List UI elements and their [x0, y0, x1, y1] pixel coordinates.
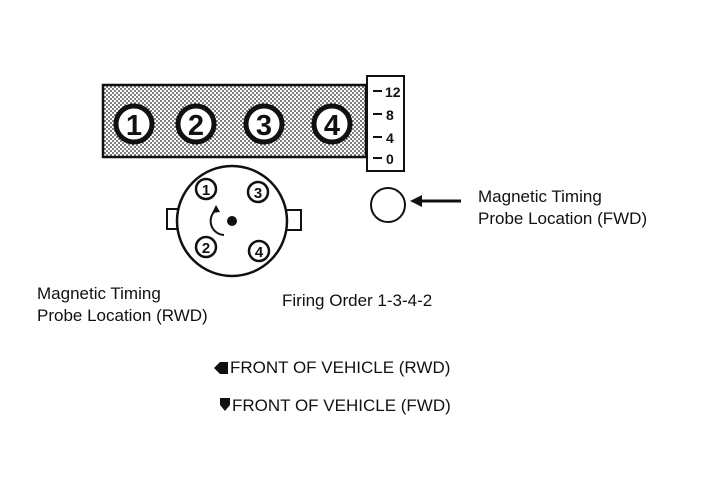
timing-mark-0: 0	[386, 151, 394, 167]
cylinder-1-label: 1	[126, 110, 142, 142]
terminal-2	[194, 235, 218, 259]
rwd-probe-label-line2: Probe Location (RWD)	[37, 306, 208, 325]
fwd-probe-arrow	[410, 195, 461, 207]
cylinder-2-label: 2	[188, 110, 204, 142]
cylinder-2: 2	[175, 103, 217, 145]
terminal-3-label: 3	[254, 185, 262, 202]
terminal-4-label: 4	[255, 244, 264, 261]
cylinder-4-label: 4	[324, 110, 340, 142]
terminal-2-label: 2	[202, 240, 210, 257]
terminal-3	[246, 180, 270, 204]
cylinder-3-label: 3	[256, 110, 272, 142]
front-rwd-arrow-icon	[214, 362, 228, 374]
terminal-1	[194, 177, 218, 201]
front-of-vehicle-fwd-label: FRONT OF VEHICLE (FWD)	[232, 396, 451, 415]
cylinder-4: 4	[311, 103, 353, 145]
distributor-shaft	[227, 216, 237, 226]
fwd-probe-label-line2: Probe Location (FWD)	[478, 209, 648, 228]
rwd-probe-label-line1: Magnetic Timing	[37, 284, 161, 303]
timing-mark-8: 8	[386, 107, 394, 123]
front-of-vehicle-rwd-label: FRONT OF VEHICLE (RWD)	[230, 358, 451, 377]
timing-scale: 12 8 4 0	[366, 75, 405, 172]
timing-mark-4: 4	[386, 130, 394, 146]
terminal-1-label: 1	[202, 182, 210, 199]
firing-order-label: Firing Order 1-3-4-2	[282, 291, 433, 310]
cylinder-3: 3	[243, 103, 285, 145]
timing-mark-12: 12	[385, 84, 401, 100]
front-fwd-arrow-icon	[220, 398, 230, 411]
cylinder-1: 1	[113, 103, 155, 145]
fwd-probe-label-line1: Magnetic Timing	[478, 187, 602, 206]
distributor-tab-right	[285, 209, 302, 231]
distributor: 1 3 2 4	[166, 164, 302, 278]
fwd-probe-circle	[370, 187, 406, 223]
terminal-4	[247, 239, 271, 263]
